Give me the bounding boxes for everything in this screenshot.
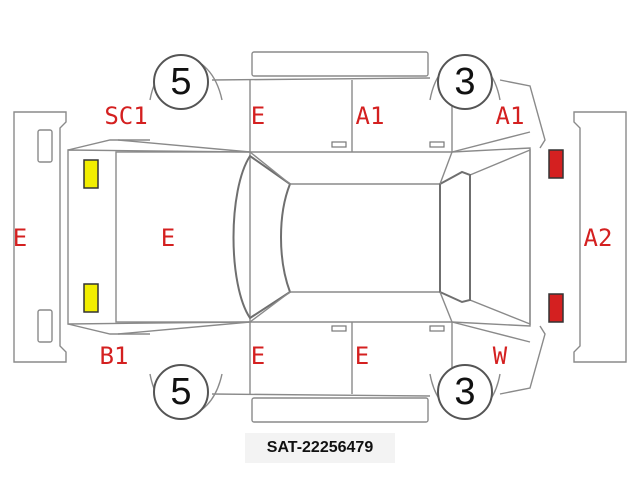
front-bumper (13, 111, 67, 363)
code-bottom-front-fender: B1 (100, 342, 129, 370)
top-side-step (251, 51, 429, 77)
code-bottom-front-door: E (251, 342, 265, 370)
front-lamp-top (83, 159, 99, 189)
wheel-rear-bottom: 3 (437, 364, 493, 420)
rear-bumper (573, 111, 627, 363)
code-hood: E (161, 224, 175, 252)
wheel-front-top: 5 (153, 54, 209, 110)
top-doors (249, 80, 453, 152)
rear-lamp-bottom (548, 293, 564, 323)
front-lamp-bottom (83, 283, 99, 313)
bottom-doors (249, 322, 453, 394)
code-rear-bumper: A2 (584, 224, 613, 252)
code-top-rear-fender: A1 (496, 102, 525, 130)
code-front-bumper: E (13, 224, 27, 252)
svg-text:5: 5 (170, 371, 191, 413)
code-top-rear-door: A1 (356, 102, 385, 130)
wheel-front-bottom: 5 (153, 364, 209, 420)
svg-text:5: 5 (170, 61, 191, 103)
roof-cabin (232, 151, 471, 323)
wheel-rear-top: 3 (437, 54, 493, 110)
code-bottom-rear-fender: W (493, 342, 508, 370)
svg-text:3: 3 (454, 371, 475, 413)
rear-lamp-top (548, 149, 564, 179)
stock-number-label: SAT-22256479 (245, 433, 395, 463)
code-top-front-door: E (251, 102, 265, 130)
code-top-front-fender: SC1 (104, 102, 147, 130)
bottom-side-step (251, 397, 429, 423)
svg-text:3: 3 (454, 61, 475, 103)
code-bottom-rear-door: E (355, 342, 369, 370)
